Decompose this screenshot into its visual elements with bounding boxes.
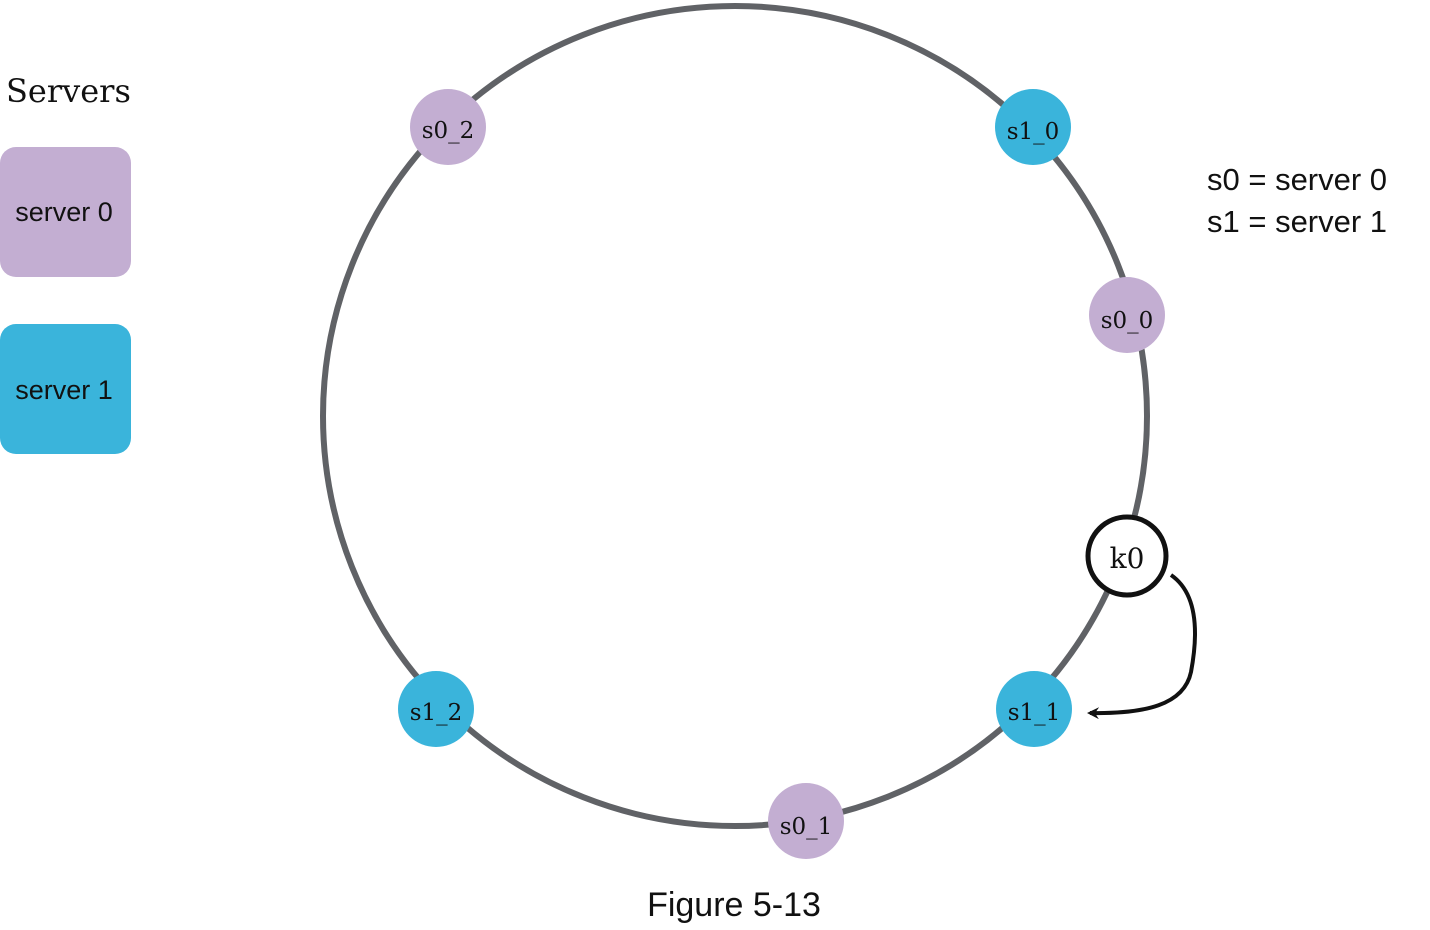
server-0-node — [768, 783, 844, 859]
lookup-arrow — [1087, 573, 1197, 720]
node-label: s0_1 — [780, 814, 833, 840]
legend-item-server-0: server 0 — [0, 147, 131, 277]
server-0-label: server 0 — [15, 197, 113, 227]
note-line-2: s1 = server 1 — [1207, 204, 1387, 239]
node-label: s1_2 — [410, 700, 463, 726]
ring-node-s0-1: s0_1 — [768, 783, 844, 859]
node-label: s0_2 — [422, 118, 475, 144]
legend-title: Servers — [6, 72, 131, 110]
server-0-swatch — [0, 147, 131, 277]
figure-caption: Figure 5-13 — [647, 886, 821, 924]
node-label: s1_1 — [1008, 700, 1061, 726]
key-label: k0 — [1110, 542, 1145, 575]
key-node-k0: k0 — [1085, 514, 1169, 598]
ring-node-s1-0: s1_0 — [995, 89, 1071, 165]
legend: Servers server 0 server 1 — [0, 72, 131, 454]
server-1-label: server 1 — [15, 375, 113, 405]
server-notes: s0 = server 0 s1 = server 1 — [1207, 162, 1387, 239]
server-0-node — [410, 89, 486, 165]
ring-node-s0-0: s0_0 — [1089, 277, 1165, 353]
ring-node-s1-1: s1_1 — [996, 671, 1072, 747]
legend-item-server-1: server 1 — [0, 324, 131, 454]
node-label: s1_0 — [1007, 119, 1060, 145]
server-1-node — [398, 671, 474, 747]
server-1-swatch — [0, 324, 131, 454]
hash-ring — [320, 3, 1150, 829]
ring-node-s0-2: s0_2 — [410, 89, 486, 165]
note-line-1: s0 = server 0 — [1207, 162, 1387, 197]
server-1-node — [995, 89, 1071, 165]
key-circle — [1085, 514, 1169, 598]
node-label: s0_0 — [1101, 308, 1154, 334]
ring-node-s1-2: s1_2 — [398, 671, 474, 747]
server-1-node — [996, 671, 1072, 747]
server-0-node — [1089, 277, 1165, 353]
